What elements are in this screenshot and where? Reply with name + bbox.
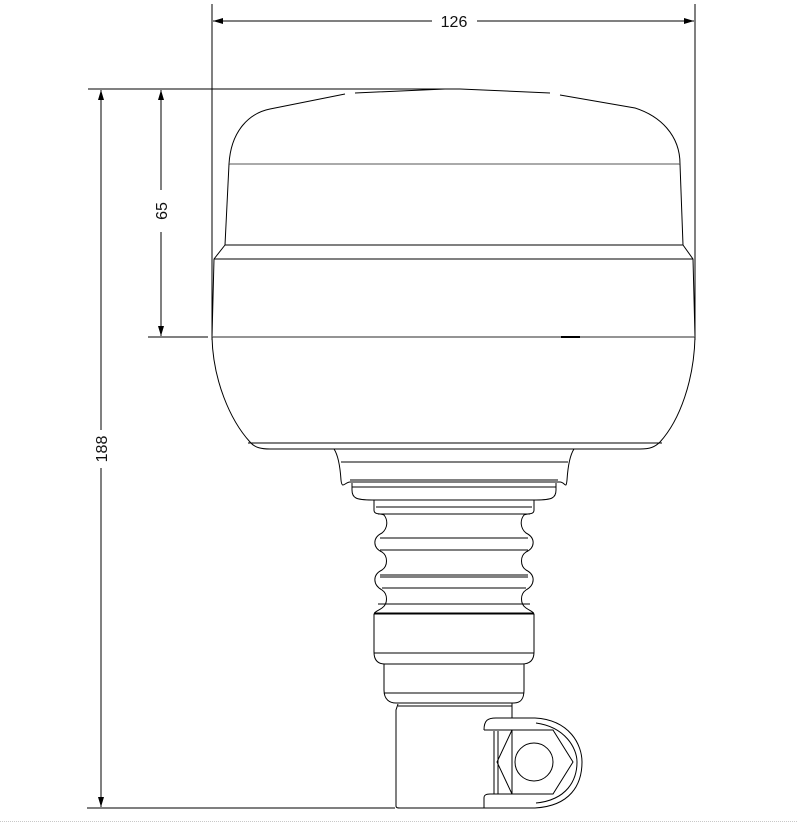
nut-bore (514, 742, 554, 782)
dimension-width (211, 4, 696, 340)
lens-body (211, 336, 696, 450)
mounting-stem (373, 612, 535, 809)
dimension-total-height (87, 90, 395, 809)
hex-nut (496, 729, 574, 795)
dimension-label-lens-height: 65 (154, 202, 171, 220)
base-collar (333, 448, 575, 501)
page-edge (0, 821, 797, 822)
dimension-lens-height (148, 90, 208, 338)
dimension-label-width: 126 (441, 14, 468, 31)
flexible-bellows (373, 500, 535, 616)
dimension-label-total-height: 188 (94, 436, 111, 463)
lens-dome (211, 88, 696, 338)
